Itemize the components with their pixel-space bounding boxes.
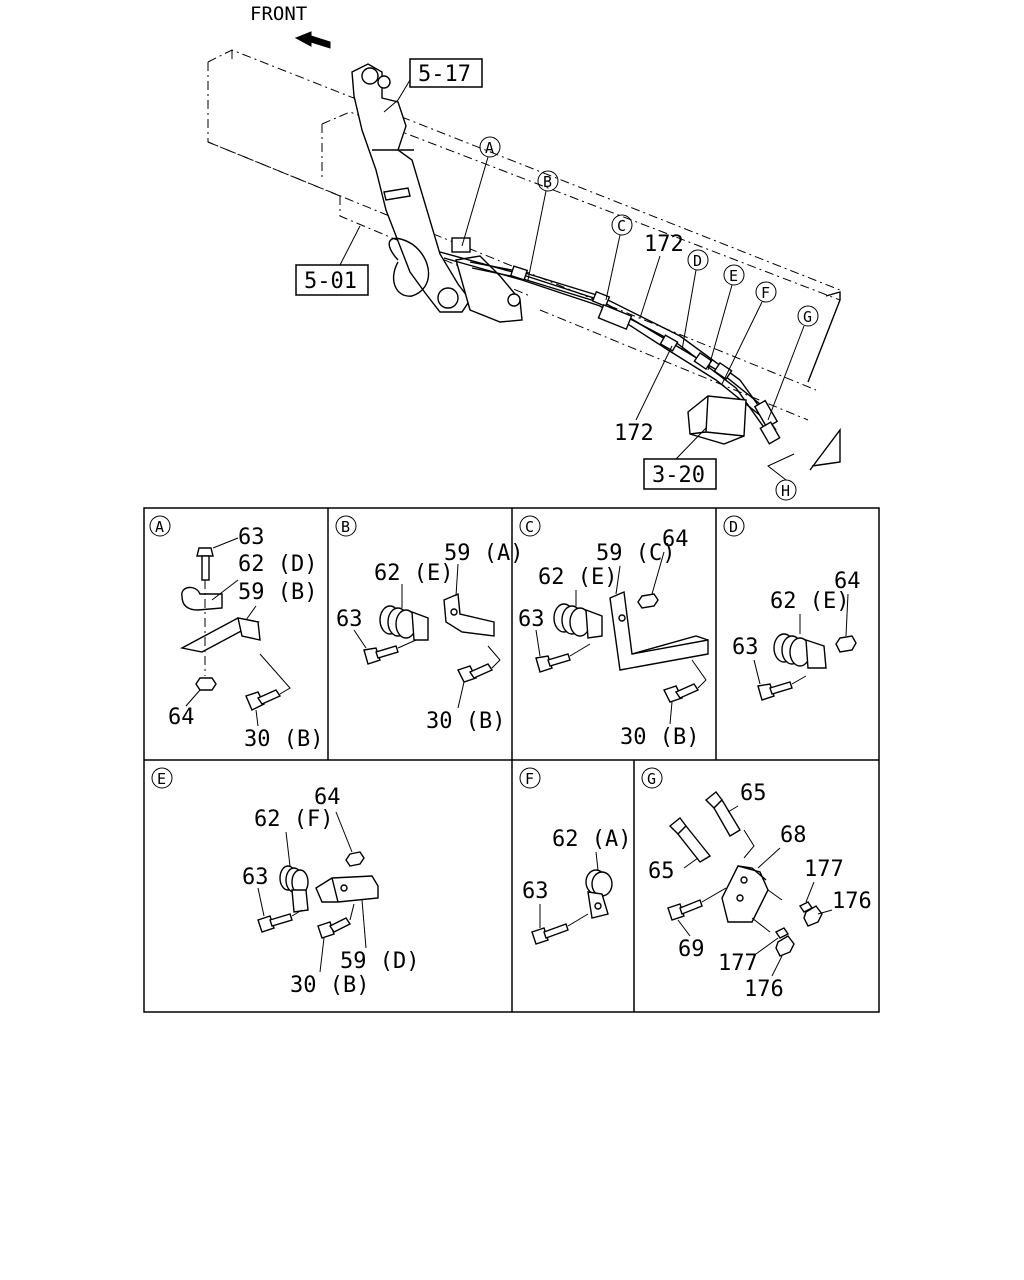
svg-text:63: 63 [732,635,759,660]
svg-text:62 (E): 62 (E) [538,565,617,590]
svg-text:68: 68 [780,823,807,848]
callout-C: C [605,214,633,301]
svg-text:E: E [729,267,738,285]
svg-text:64: 64 [314,785,341,810]
svg-text:176: 176 [832,889,872,914]
panel-B-tag: B [341,518,350,536]
panel-D-tag: D [729,518,738,536]
ref-box-5-17-label: 5-17 [418,62,471,87]
svg-text:63: 63 [242,865,269,890]
front-arrow-icon [294,31,331,49]
svg-text:62 (D): 62 (D) [238,552,317,577]
ref-box-5-17 [409,58,483,88]
svg-text:C: C [617,217,626,235]
svg-text:59 (B): 59 (B) [238,580,317,605]
detail-panel-D: D 64 62 (E) 63 [723,515,861,701]
svg-text:177: 177 [718,951,758,976]
panel-A-tag: A [155,518,164,536]
detail-panel-B: B 62 (E) 59 (A) 63 30 (B) [335,515,523,734]
svg-text:62 (E): 62 (E) [770,589,849,614]
callout-H: H [767,453,797,501]
svg-text:F: F [761,284,770,302]
svg-text:65: 65 [648,859,675,884]
svg-text:H: H [781,482,790,500]
svg-text:63: 63 [238,525,265,550]
callout-A: A [461,136,501,247]
svg-text:63: 63 [518,607,545,632]
svg-text:A: A [485,139,494,157]
svg-text:65: 65 [740,781,767,806]
front-label: FRONT [250,3,307,25]
panel-G-tag: G [647,770,656,788]
svg-text:62 (F): 62 (F) [254,807,333,832]
lever-assembly [351,63,523,323]
detail-panel-E: E 64 62 (F) 63 59 (D) 30 (B) [151,767,419,998]
callout-B: B [527,170,559,281]
svg-text:30 (B): 30 (B) [290,973,369,998]
svg-text:64: 64 [168,705,195,730]
svg-text:63: 63 [522,879,549,904]
detail-grid [143,507,880,1013]
svg-text:30 (B): 30 (B) [244,727,323,752]
svg-text:63: 63 [336,607,363,632]
detail-panel-G: G 65 68 65 177 176 69 177 [641,767,872,1002]
detail-panel-F: F 62 (A) 63 [519,767,631,945]
svg-text:30 (B): 30 (B) [426,709,505,734]
callout-G: G [767,305,819,421]
ref-box-5-01-label: 5-01 [304,269,357,294]
svg-text:64: 64 [834,569,861,594]
svg-text:D: D [693,252,702,270]
svg-text:64: 64 [662,527,689,552]
main-assembly-view: FRONT [207,3,841,501]
ref-box-3-20 [643,458,717,490]
pipe-label-upper: 172 [644,232,684,257]
svg-text:176: 176 [744,977,784,1002]
svg-text:177: 177 [804,857,844,882]
brake-pipes [439,251,781,445]
pipe-label-lower: 172 [614,421,654,446]
svg-text:62 (E): 62 (E) [374,561,453,586]
svg-text:30 (B): 30 (B) [620,725,699,750]
panel-F-tag: F [525,770,534,788]
svg-text:G: G [803,308,812,326]
ref-box-5-01 [295,264,369,296]
ref-box-3-20-label: 3-20 [652,463,705,488]
svg-text:69: 69 [678,937,705,962]
panel-C-tag: C [525,518,534,536]
svg-text:59 (D): 59 (D) [340,949,419,974]
callout-E: E [707,264,745,371]
callout-F: F [721,281,777,385]
svg-text:62 (A): 62 (A) [552,827,631,852]
svg-text:59 (A): 59 (A) [444,541,523,566]
detail-panel-A: A 63 62 (D) 59 (B) 64 30 (B) [149,515,323,752]
valve-block [687,395,747,445]
panel-E-tag: E [157,770,166,788]
svg-text:B: B [543,173,552,191]
callout-D: D [681,249,709,351]
svg-text:59 (C): 59 (C) [596,541,675,566]
detail-panel-C: C 59 (C) 64 62 (E) 63 30 (B) [518,515,709,750]
